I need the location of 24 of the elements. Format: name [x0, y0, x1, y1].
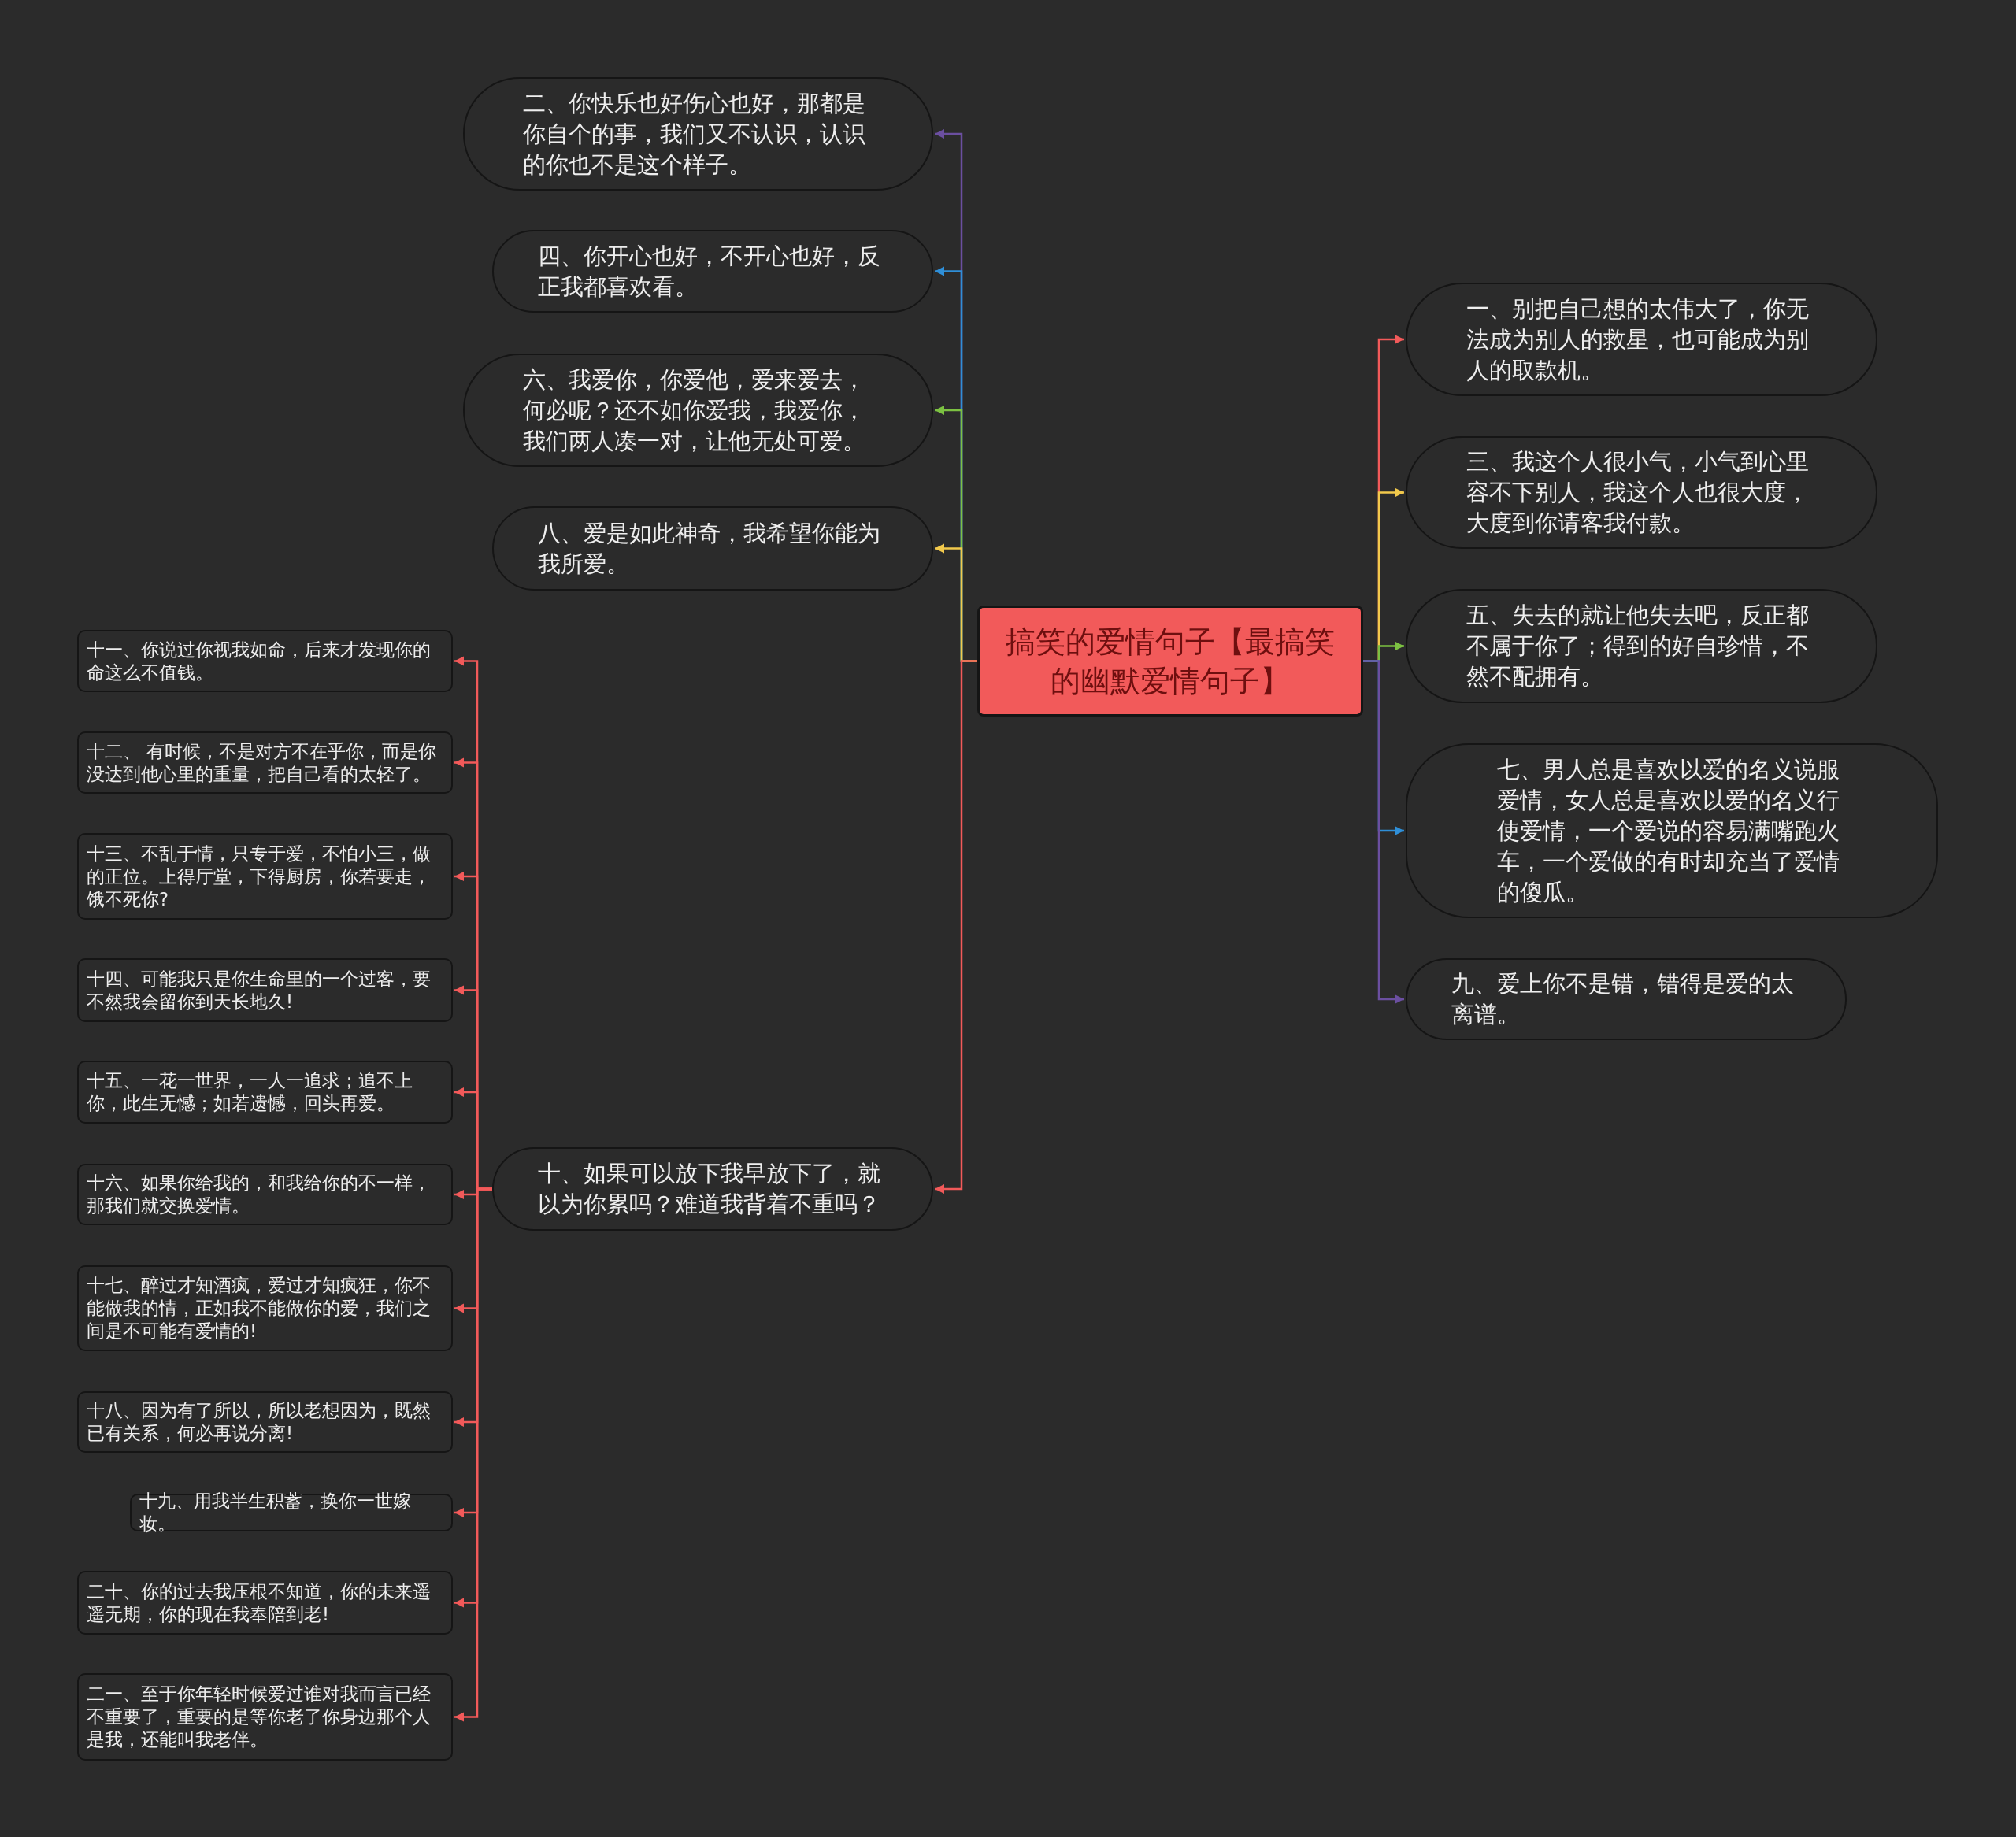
branch-box: 八、爱是如此神奇，我希望你能为我所爱。: [492, 506, 933, 591]
leaf-box: 十八、因为有了所以，所以老想因为，既然已有关系，何必再说分离!: [77, 1391, 453, 1453]
leaf-box: 十六、如果你给我的，和我给你的不一样，那我们就交换爱情。: [77, 1164, 453, 1225]
connector-arrow: [935, 660, 977, 1194]
leaf-box: 十九、用我半生积蓄，换你一世嫁妆。: [130, 1494, 453, 1531]
topic-box: 搞笑的爱情句子【最搞笑的幽默爱情句子】: [977, 606, 1363, 717]
branch-box: 七、男人总是喜欢以爱的名义说服爱情，女人总是喜欢以爱的名义行使爱情，一个爱说的容易满嘴跑火车，一个爱做的有时却充当了爱情的傻瓜。: [1406, 743, 1938, 918]
branch-box: 十、如果可以放下我早放下了，就以为你累吗？难道我背着不重吗？: [492, 1147, 933, 1231]
leaf-box: 十四、可能我只是你生命里的一个过客，要不然我会留你到天长地久!: [77, 958, 453, 1022]
branch-box: 六、我爱你，你爱他，爱来爱去，何必呢？还不如你爱我，我爱你，我们两人凑一对，让他无处可爱。: [463, 354, 933, 467]
leaf-box: 十五、一花一世界，一人一追求；追不上你，此生无憾；如若遗憾，回头再爱。: [77, 1061, 453, 1124]
leaf-box: 十七、醉过才知酒疯，爱过才知疯狂，你不能做我的情，正如我不能做你的爱，我们之间是不可能有爱情的!: [77, 1265, 453, 1351]
branch-box: 四、你开心也好，不开心也好，反正我都喜欢看。: [492, 230, 933, 313]
leaf-box: 十二、 有时候，不是对方不在乎你，而是你没达到他心里的重量，把自己看的太轻了。: [77, 731, 453, 794]
branch-box: 二、你快乐也好伤心也好，那都是你自个的事，我们又不认识，认识的你也不是这个样子。: [463, 77, 933, 191]
leaf-box: 十三、不乱于情，只专于爱，不怕小三，做的正位。上得厅堂，下得厨房，你若要走，饿不死你?: [77, 833, 453, 920]
branch-box: 五、失去的就让他失去吧，反正都不属于你了；得到的好自珍惜，不然不配拥有。: [1406, 589, 1877, 703]
leaf-box: 二十、你的过去我压根不知道，你的未来遥遥无期，你的现在我奉陪到老!: [77, 1571, 453, 1635]
branch-box: 九、爱上你不是错，错得是爱的太离谱。: [1406, 958, 1847, 1040]
connector-arrow: [1363, 660, 1404, 1004]
branch-box: 一、别把自己想的太伟大了，你无法成为别人的救星，也可能成为别人的取款机。: [1406, 283, 1877, 396]
leaf-box: 十一、你说过你视我如命，后来才发现你的命这么不值钱。: [77, 630, 453, 692]
leaf-box: 二一、至于你年轻时候爱过谁对我而言已经不重要了，重要的是等你老了你身边那个人是我，还能叫我老伴。: [77, 1673, 453, 1761]
branch-box: 三、我这个人很小气，小气到心里容不下别人，我这个人也很大度，大度到你请客我付款。: [1406, 436, 1877, 549]
